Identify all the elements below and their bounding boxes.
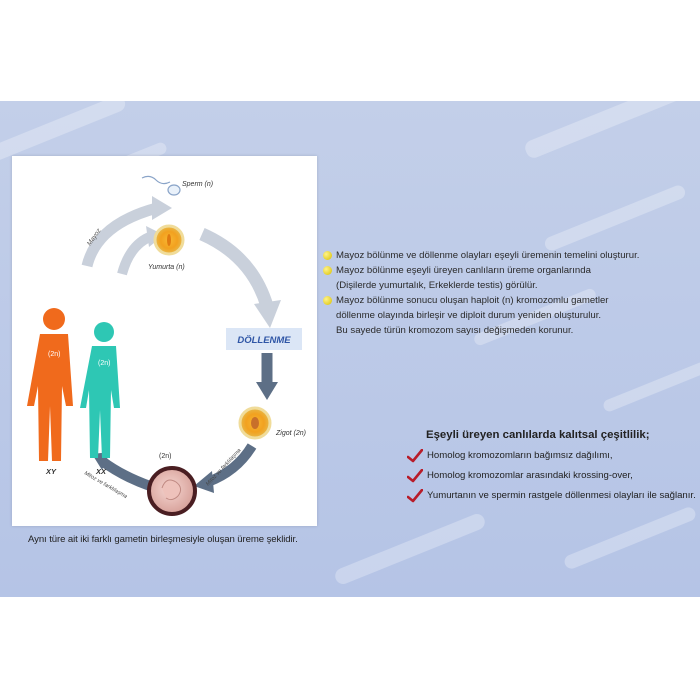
egg-nucleus	[167, 234, 171, 246]
yellow-dot-icon	[323, 296, 332, 305]
bullet-text: Mayoz bölünme eşeyli üreyen canlıların ü…	[336, 265, 591, 276]
variation-item: Homolog kromozomların bağımsız dağılımı,	[405, 449, 696, 469]
arrow-head	[256, 382, 278, 400]
yellow-dot-icon	[323, 251, 332, 260]
decorative-stripe	[562, 505, 698, 571]
xy-label: XY	[45, 467, 57, 476]
arrow-mayoz-to-sperm	[81, 202, 159, 268]
diagram-caption: Aynı türe ait iki farklı gametin birleşm…	[28, 534, 298, 545]
female-label: (2n)	[98, 360, 110, 367]
bullet-continuation: (Dişilerde yumurtalık, Erkeklerde testis…	[336, 280, 538, 291]
xx-label: XX	[95, 467, 107, 476]
variation-title: Eşeyli üreyen canlılarda kalıtsal çeşitl…	[426, 429, 650, 441]
male-label: (2n)	[48, 351, 60, 358]
variation-item: Homolog kromozomlar arasındaki krossing-…	[405, 469, 696, 489]
variation-item-text: Homolog kromozomların bağımsız dağılımı,	[427, 450, 613, 461]
dollenme-label: DÖLLENME	[237, 335, 291, 346]
bullet-text: Mayoz bölünme ve döllenme olayları eşeyl…	[336, 250, 640, 261]
zigot-label: Zigot (2n)	[275, 430, 306, 437]
info-bullets: Mayoz bölünme ve döllenme olayları eşeyl…	[322, 248, 682, 338]
male-figure	[27, 308, 73, 461]
arrow-to-adults	[99, 456, 152, 491]
bullet-item: Mayoz bölünme sonucu oluşan haploit (n) …	[322, 293, 682, 308]
egg-label: Yumurta (n)	[148, 264, 185, 271]
arrow-to-dollenme	[199, 228, 274, 308]
bullet-continuation: döllenme olayında birleşir ve diploit du…	[336, 310, 602, 321]
bullet-continuation: Bu sayede türün kromozom sayısı değişmed…	[336, 325, 574, 336]
arrow-head	[194, 471, 214, 493]
dollenme-box	[226, 328, 302, 350]
decorative-stripe	[522, 101, 688, 161]
variation-list: Homolog kromozomların bağımsız dağılımı,…	[405, 449, 696, 509]
checkmark-icon	[407, 469, 423, 483]
bullet-item: Mayoz bölünme ve döllenme olayları eşeyl…	[322, 248, 682, 263]
checkmark-icon	[407, 449, 423, 463]
bullet-item: Mayoz bölünme eşeyli üreyen canlıların ü…	[322, 263, 682, 278]
zigot-nucleus	[251, 417, 259, 429]
decorative-stripe	[601, 360, 700, 414]
decorative-stripe	[332, 511, 488, 587]
decorative-stripe	[0, 101, 128, 165]
decorative-stripe	[542, 183, 688, 253]
content-panel: Sperm (n) Yumurta (n) Mayoz DÖLLENME Zig…	[0, 101, 700, 597]
checkmark-icon	[407, 489, 423, 503]
embryo-shape	[161, 479, 182, 501]
arrow-head	[152, 196, 172, 220]
variation-item-text: Homolog kromozomlar arasındaki krossing-…	[427, 470, 633, 481]
life-cycle-card: Sperm (n) Yumurta (n) Mayoz DÖLLENME Zig…	[12, 156, 317, 526]
embryo-label: (2n)	[159, 453, 171, 460]
sperm-label: Sperm (n)	[182, 181, 213, 188]
sperm-tail	[141, 175, 171, 185]
variation-item-text: Yumurtanın ve spermin rastgele döllenmes…	[427, 490, 696, 501]
female-figure	[80, 322, 120, 458]
arrow-head	[254, 300, 281, 328]
yellow-dot-icon	[323, 266, 332, 275]
variation-item: Yumurtanın ve spermin rastgele döllenmes…	[405, 489, 696, 509]
bullet-text: Mayoz bölünme sonucu oluşan haploit (n) …	[336, 295, 609, 306]
life-cycle-diagram: Sperm (n) Yumurta (n) Mayoz DÖLLENME Zig…	[27, 175, 306, 516]
sperm-icon	[167, 184, 181, 196]
